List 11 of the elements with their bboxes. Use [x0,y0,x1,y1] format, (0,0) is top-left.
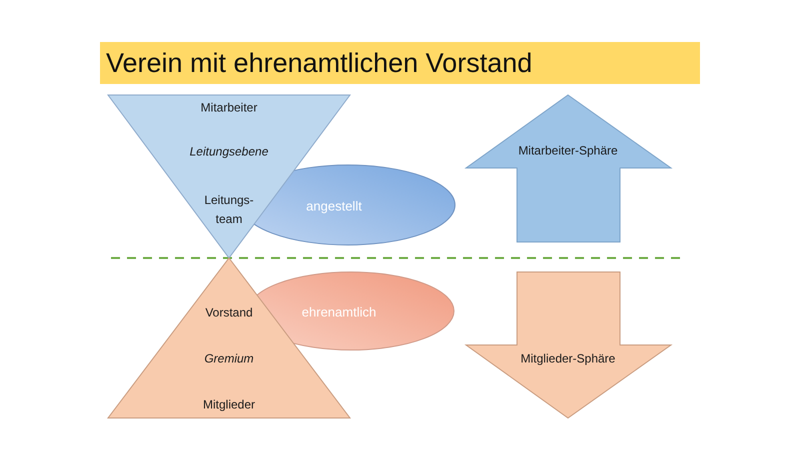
triangle-label: Gremium [204,350,254,368]
title-banner: Verein mit ehrenamtlichen Vorstand [100,42,700,84]
panel-label: Mitglieder-Sphäre [520,350,616,368]
triangle-label: Vorstand [205,304,253,322]
triangle-label: Mitarbeiter [200,100,258,116]
triangle-label: Mitglieder [202,396,256,414]
ellipse-label: ehrenamtlich [302,304,376,322]
ellipse-label: angestellt [306,198,362,216]
panel-label: Mitarbeiter-Sphäre [518,142,618,160]
triangle-label: Leitungs- team [204,192,254,228]
triangle-label: Leitungsebene [190,144,268,160]
